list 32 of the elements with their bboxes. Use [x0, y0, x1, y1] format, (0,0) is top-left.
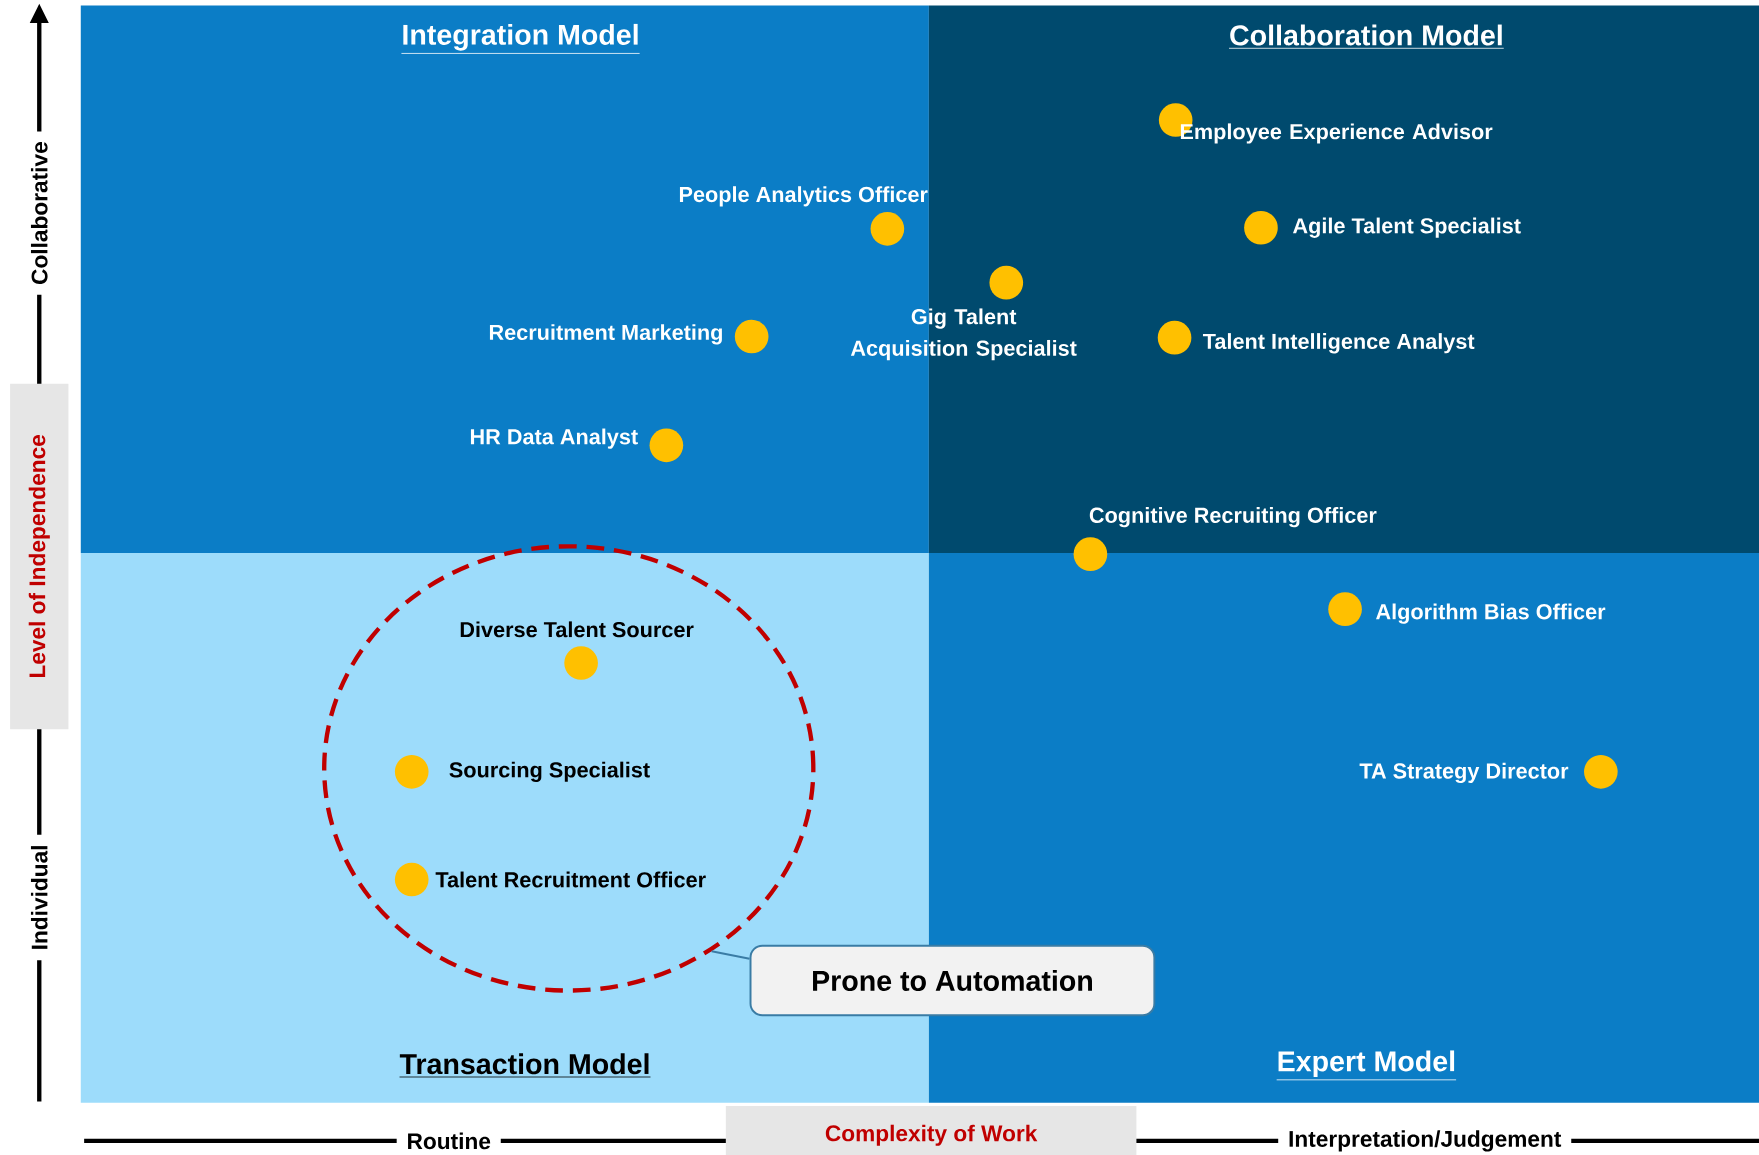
dot	[734, 319, 769, 354]
dot	[1244, 210, 1278, 245]
dot	[1157, 320, 1192, 355]
dot	[1073, 537, 1108, 571]
dot-label: Recruitment Marketing	[489, 323, 722, 345]
dot	[649, 428, 684, 462]
dot	[1328, 592, 1362, 626]
axis-label: Interpretation/Judgement	[1278, 1120, 1572, 1155]
dot-label: Agile Talent Specialist	[1293, 217, 1521, 238]
dot-label: Talent Intelligence Analyst	[1202, 332, 1475, 354]
dot-label: People Analytics Officer	[679, 186, 928, 207]
dot-label: Sourcing Specialist	[449, 761, 650, 782]
dot	[1584, 754, 1618, 789]
dot-label: Gig Talent Acquisition Specialist	[850, 308, 1077, 360]
dot-label: Diverse Talent Sourcer	[460, 621, 694, 638]
axis-title: Complexity of Work	[725, 1105, 1137, 1155]
axis-title: Level of Independence	[10, 383, 69, 729]
axis-label: Collaborative	[21, 131, 58, 295]
dot	[870, 211, 905, 246]
dot-label: Employee Experience Advisor	[1180, 123, 1493, 144]
dot-label: TA Strategy Director	[1359, 762, 1569, 783]
dot	[989, 265, 1024, 300]
dot-label: Cognitive Recruiting Officer	[1089, 506, 1377, 528]
dot-label: HR Data Analyst	[470, 428, 638, 449]
dot-label: Algorithm Bias Officer	[1376, 603, 1606, 624]
callout-box: Prone to Automation	[749, 944, 1156, 1016]
dot	[394, 862, 429, 897]
axis-label: Individual	[21, 834, 58, 960]
dot	[564, 645, 598, 680]
dot	[394, 754, 429, 789]
dot-label: Talent Recruitment Officer	[435, 871, 706, 888]
axis-label: Routine	[396, 1122, 501, 1155]
